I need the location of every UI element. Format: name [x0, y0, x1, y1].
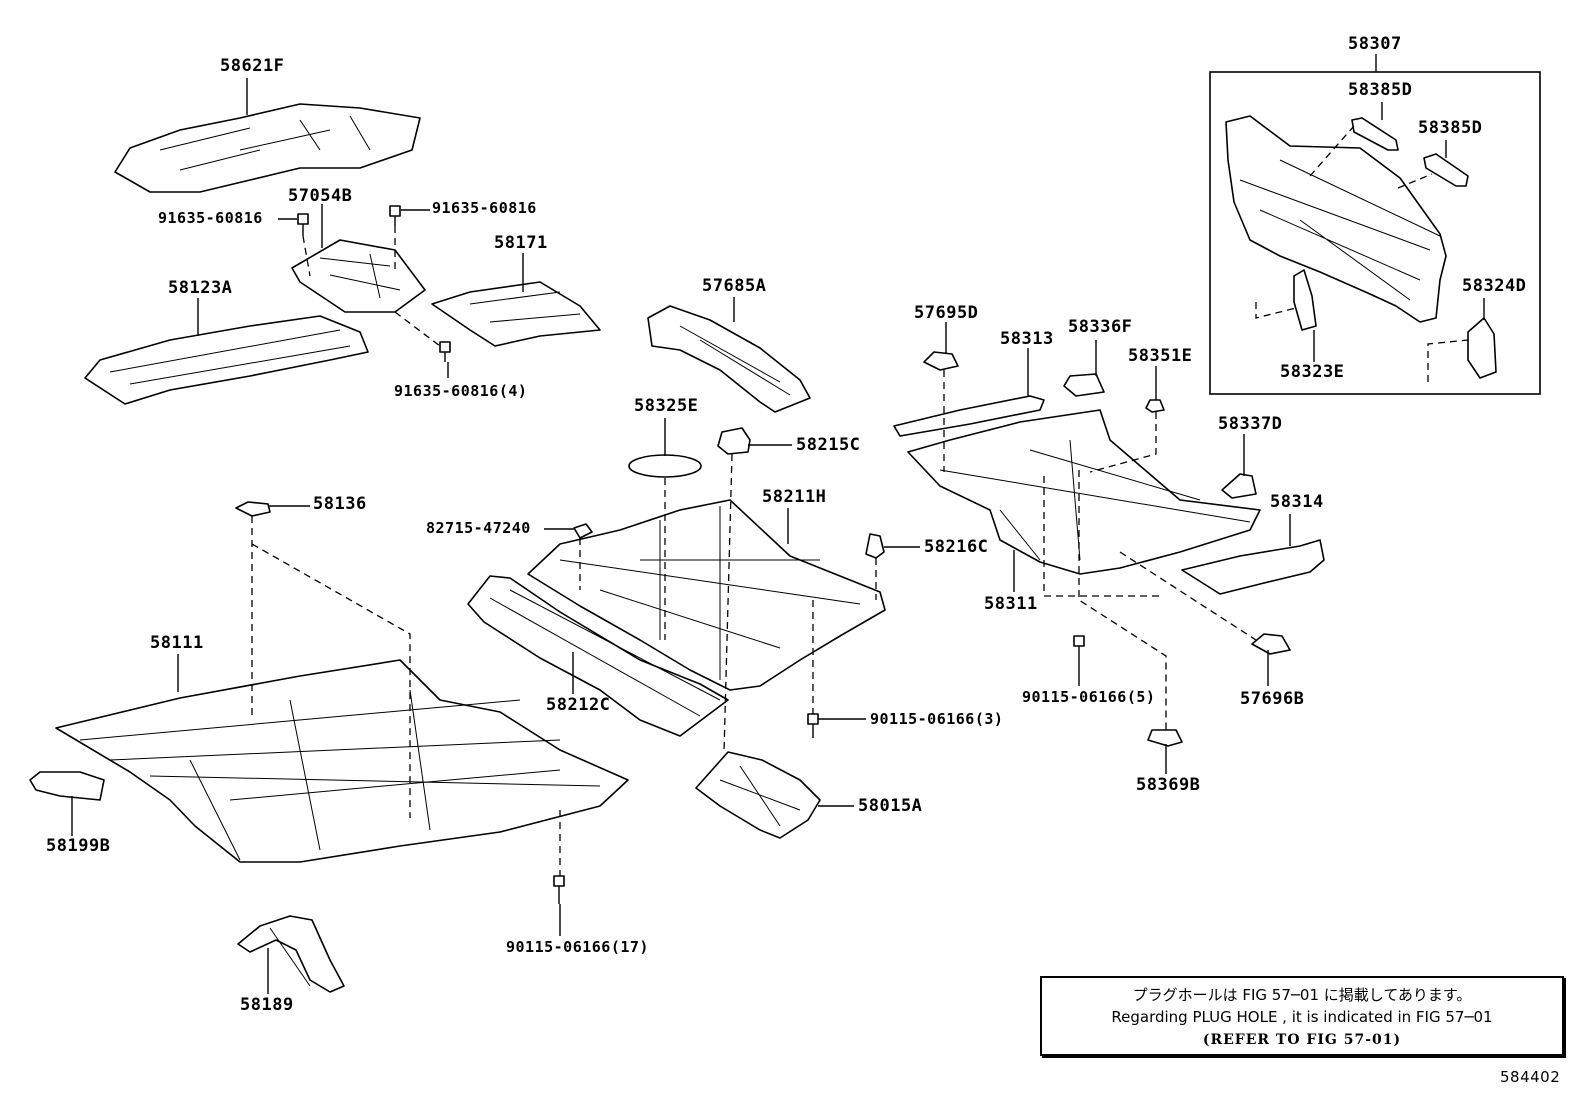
part-label-58323E: 58323E — [1280, 362, 1345, 382]
part-label-58385D-right: 58385D — [1418, 118, 1483, 138]
part-58171 — [431, 281, 601, 347]
part-label-58199B: 58199B — [46, 836, 111, 856]
note-english-text: Regarding PLUG HOLE , it is indicated in… — [1111, 1008, 1493, 1026]
part-58325E — [628, 454, 702, 478]
part-58337D — [1221, 473, 1257, 499]
part-label-58385D-top: 58385D — [1348, 80, 1413, 100]
part-58211H — [527, 499, 886, 691]
part-label-90115-06166-5: 90115-06166(5) — [1022, 688, 1156, 706]
part-label-58216C: 58216C — [924, 537, 989, 557]
part-label-58171: 58171 — [494, 233, 548, 253]
part-label-58123A: 58123A — [168, 278, 233, 298]
part-label-58311: 58311 — [984, 594, 1038, 614]
part-57696B — [1251, 633, 1291, 655]
part-label-57054B: 57054B — [288, 186, 353, 206]
part-58307 — [1225, 115, 1447, 323]
part-58311 — [907, 409, 1261, 575]
part-label-82715-47240: 82715-47240 — [426, 519, 531, 537]
part-label-91635-60816-4: 91635-60816(4) — [394, 382, 528, 400]
part-label-58337D: 58337D — [1218, 414, 1283, 434]
part-82715-47240 — [573, 523, 593, 539]
part-label-58215C: 58215C — [796, 435, 861, 455]
part-58314 — [1181, 539, 1325, 595]
part-label-90115-06166-3: 90115-06166(3) — [870, 710, 1004, 728]
inset-frame-58307 — [1209, 71, 1541, 395]
dashed-alignment-lines — [251, 125, 1469, 876]
part-label-58621F: 58621F — [220, 56, 285, 76]
part-58351E — [1145, 399, 1165, 413]
part-58336F — [1063, 373, 1105, 397]
part-58123A — [84, 315, 369, 405]
part-58369B — [1147, 729, 1183, 747]
part-label-58369B: 58369B — [1136, 775, 1201, 795]
part-57054B — [291, 239, 426, 313]
part-58136 — [235, 501, 271, 517]
part-label-58325E: 58325E — [634, 396, 699, 416]
note-reference-text: (REFER TO FIG 57-01) — [1202, 1032, 1402, 1048]
part-label-58336F: 58336F — [1068, 317, 1133, 337]
part-label-58307: 58307 — [1348, 34, 1402, 54]
part-label-91635-60816-right: 91635-60816 — [432, 199, 537, 217]
part-label-90115-06166-17: 90115-06166(17) — [506, 938, 649, 956]
part-58324D — [1467, 317, 1497, 379]
part-58111 — [55, 659, 629, 863]
part-57695D — [923, 351, 959, 371]
part-label-58015A: 58015A — [858, 796, 923, 816]
part-58385D-b — [1423, 153, 1469, 187]
part-57685A — [647, 305, 811, 413]
part-label-58324D: 58324D — [1462, 276, 1527, 296]
part-label-58136: 58136 — [313, 494, 367, 514]
part-label-57696B: 57696B — [1240, 689, 1305, 709]
part-58216C — [865, 533, 885, 559]
leader-lines — [71, 54, 1485, 994]
part-58189 — [237, 915, 345, 993]
part-label-58111: 58111 — [150, 633, 204, 653]
part-label-57685A: 57685A — [702, 276, 767, 296]
part-label-58211H: 58211H — [762, 487, 827, 507]
part-58313 — [893, 395, 1045, 437]
plug-hole-note-box: プラグホールは FIG 57─01 に掲載してあります。 Regarding P… — [1040, 976, 1564, 1056]
part-label-58351E: 58351E — [1128, 346, 1193, 366]
part-label-58314: 58314 — [1270, 492, 1324, 512]
part-label-58212C: 58212C — [546, 695, 611, 715]
part-label-57695D: 57695D — [914, 303, 979, 323]
part-label-58313: 58313 — [1000, 329, 1054, 349]
part-58323E — [1293, 269, 1317, 331]
figure-id: 584402 — [1500, 1068, 1561, 1086]
part-58199B — [29, 771, 105, 801]
part-58385D-a — [1351, 117, 1399, 151]
part-58215C — [717, 427, 751, 455]
part-label-91635-60816-left: 91635-60816 — [158, 209, 263, 227]
part-58621F — [114, 103, 421, 193]
part-58212C — [467, 575, 729, 737]
part-label-58189: 58189 — [240, 995, 294, 1015]
note-japanese-text: プラグホールは FIG 57─01 に掲載してあります。 — [1132, 986, 1472, 1004]
part-58015A — [695, 751, 821, 839]
